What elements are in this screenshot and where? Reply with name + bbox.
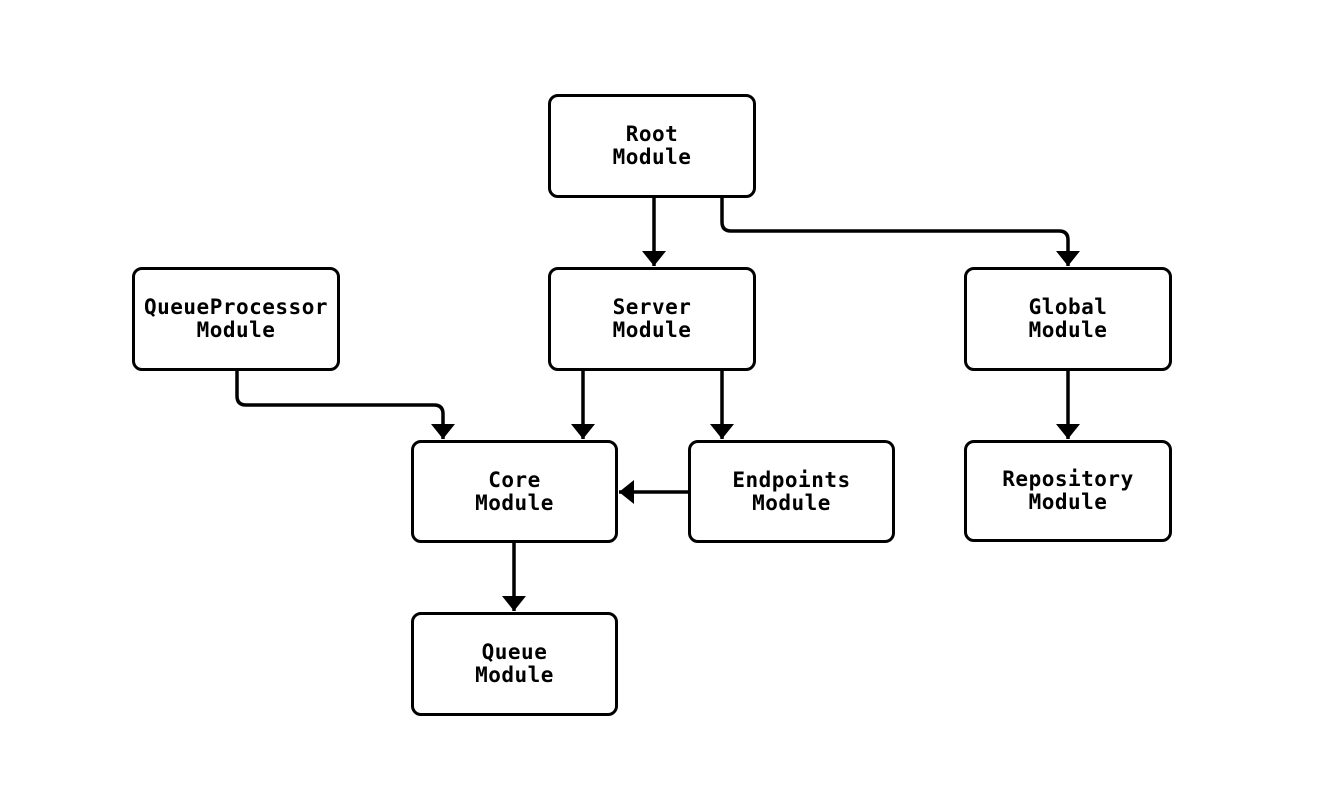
node-label-line: Root: [625, 122, 679, 146]
node-label-line: QueueProcessor: [143, 295, 328, 319]
node-label-line: Module: [752, 490, 831, 515]
node-label-line: Module: [196, 318, 276, 342]
edge-queue-processor-to-core: [235, 371, 455, 439]
edges-group: [235, 198, 1080, 611]
node-label-line: Core: [488, 467, 541, 492]
node-label-line: Module: [475, 663, 554, 687]
node-label-line: Module: [612, 318, 692, 342]
node-label-line: Module: [1028, 490, 1108, 514]
edge-root-to-global: [720, 198, 1080, 266]
node-label-line: Module: [475, 490, 554, 515]
node-label-line: Server: [612, 295, 692, 319]
node-label-line: Queue: [481, 640, 548, 664]
node-label-line: Module: [1028, 318, 1108, 342]
node-label-line: Repository: [1002, 467, 1134, 491]
node-label-line: Endpoints: [732, 467, 851, 492]
node-label-line: Module: [612, 145, 692, 169]
node-label-line: Global: [1028, 295, 1108, 319]
